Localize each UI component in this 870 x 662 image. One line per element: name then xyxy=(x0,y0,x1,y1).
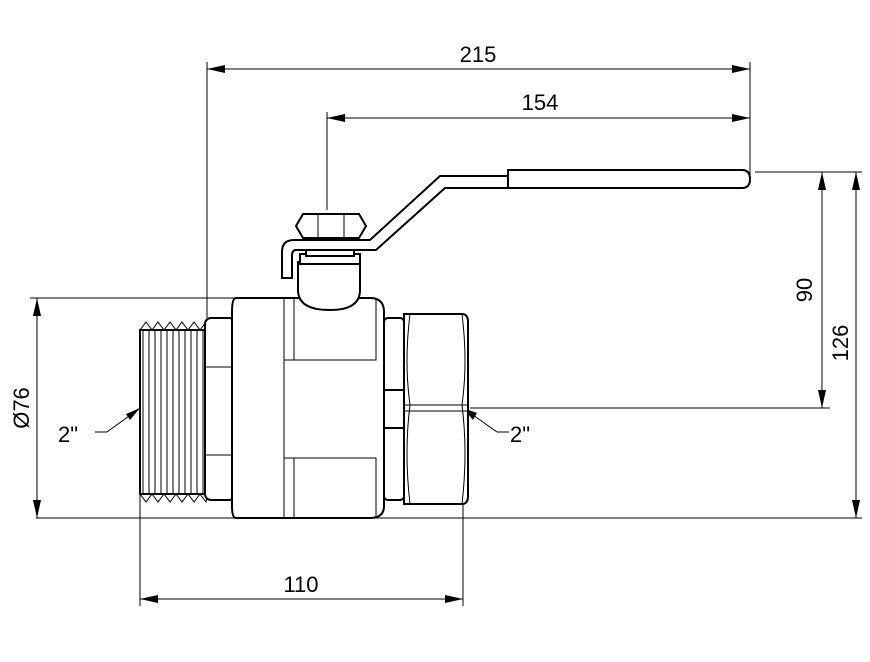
dimension-diameter-76: Ø76 xyxy=(9,297,236,518)
thread-callout-right: 2" xyxy=(462,407,530,447)
valve-body xyxy=(231,297,385,519)
valve-handle xyxy=(281,169,752,279)
thread-callout-left: 2" xyxy=(58,407,141,447)
stem-nut xyxy=(294,213,368,239)
dimension-label-90: 90 xyxy=(792,278,817,302)
body-collar xyxy=(383,317,405,501)
dimension-90: 90 xyxy=(470,171,830,409)
dimension-110: 110 xyxy=(139,495,464,606)
dimension-label-215: 215 xyxy=(460,42,497,67)
dimension-label-154: 154 xyxy=(522,90,559,115)
thread-label-left: 2" xyxy=(58,422,78,447)
hex-nut-right xyxy=(403,313,469,505)
dimension-label-diameter: Ø76 xyxy=(9,387,34,429)
dimension-label-110: 110 xyxy=(283,572,318,597)
dimension-126: 126 xyxy=(36,171,862,519)
male-thread xyxy=(139,320,209,504)
thread-label-right: 2" xyxy=(510,422,530,447)
dimension-154: 154 xyxy=(326,90,750,210)
dimension-label-126: 126 xyxy=(828,325,853,362)
hex-nut-left xyxy=(204,317,236,501)
dimension-215: 215 xyxy=(206,42,751,318)
